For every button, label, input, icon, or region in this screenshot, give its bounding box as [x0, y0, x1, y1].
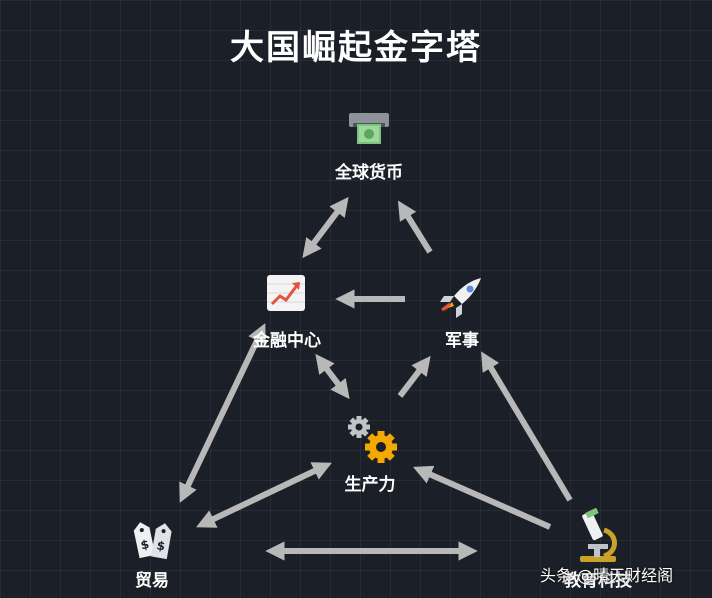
arrow-education-military [481, 351, 573, 502]
node-military: 军事 [445, 331, 479, 351]
arrow-finance-currency [302, 196, 349, 259]
price-tags-icon: $ $ [133, 522, 172, 560]
trending-up-chart-icon [267, 275, 305, 311]
node-education-tech: 教育科技 [564, 571, 632, 591]
arrow-finance-production [315, 353, 350, 400]
svg-text:$: $ [156, 538, 167, 553]
node-trade: 贸易 [135, 571, 169, 591]
watermark: 头条 @晴天财经阁 [540, 566, 674, 585]
arrow-military-currency [397, 200, 433, 254]
diagram-title: 大国崛起金字塔 [230, 28, 482, 68]
rocket-icon [440, 278, 481, 318]
arrow-education-production [412, 465, 552, 530]
gears-icon [348, 416, 397, 463]
node-financial-center: 金融中心 [253, 331, 321, 351]
microscope-icon [580, 508, 617, 562]
svg-text:$: $ [139, 537, 150, 552]
arrow-trade-production [196, 462, 332, 528]
cash-machine-icon [349, 113, 389, 144]
node-production: 生产力 [344, 475, 396, 495]
node-global-currency: 全球货币 [335, 163, 403, 183]
arrow-production-military [397, 355, 431, 398]
arrow-trade-finance [179, 323, 266, 503]
